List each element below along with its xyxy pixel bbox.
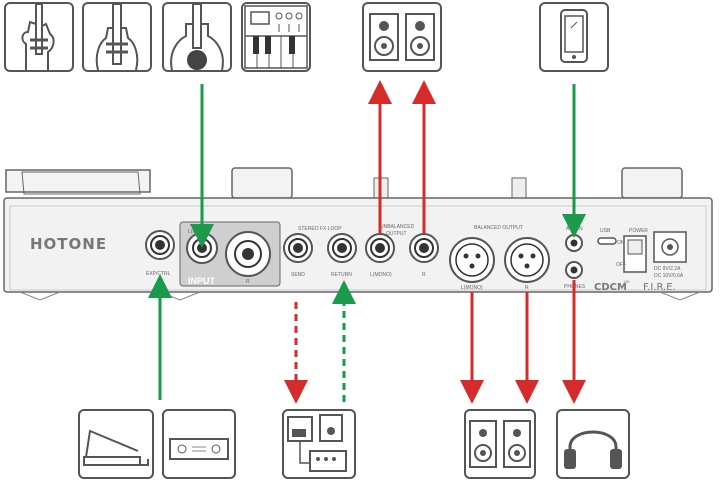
model-sup: HD xyxy=(624,279,630,284)
keyboard-box xyxy=(241,2,311,72)
unbalanced-label-2: OUTPUT xyxy=(386,231,407,237)
send-jack[interactable] xyxy=(283,233,313,263)
effects-pedals-icon xyxy=(287,414,347,472)
dc-label-1: DC 9V/2.2A xyxy=(654,266,681,272)
phones-jack[interactable] xyxy=(565,261,583,279)
acoustic-guitar-box xyxy=(162,2,232,72)
dc-label-2: DC 10V/0.6A xyxy=(654,273,684,279)
power-off-label: OFF xyxy=(616,262,626,268)
fire-logo: F.I.R.E. xyxy=(643,282,676,293)
input-r-label: R xyxy=(246,279,250,285)
keyboard-icon xyxy=(244,5,308,69)
send-label: SEND xyxy=(291,272,305,278)
input-mono-label: L(MONO) xyxy=(188,229,210,235)
expression-pedal-box xyxy=(78,409,154,479)
unbalanced-l-label: L(MONO) xyxy=(370,272,392,278)
bass-guitar-icon xyxy=(95,3,139,71)
smartphone-icon xyxy=(560,9,588,63)
unbalanced-l-jack[interactable] xyxy=(365,233,395,263)
electric-guitar-icon xyxy=(21,3,55,70)
monitor-speakers-icon xyxy=(369,13,435,61)
exp-ctrl-label: EXP/CTRL xyxy=(146,271,171,277)
balanced-l-label: L(MONO) xyxy=(461,285,483,291)
power-label: POWER xyxy=(629,228,648,234)
headphones-box xyxy=(556,409,630,479)
unbalanced-r-jack[interactable] xyxy=(409,233,439,263)
input-label: INPUT xyxy=(188,276,216,286)
balanced-label: BALANCED OUTPUT xyxy=(474,225,523,231)
usb-label: USB xyxy=(600,228,611,234)
headphones-icon xyxy=(564,430,622,469)
balanced-l-xlr[interactable] xyxy=(449,237,495,283)
effects-pedals-box xyxy=(282,409,356,479)
model-logo: CDCM xyxy=(594,282,627,293)
input-r-combo-jack[interactable] xyxy=(225,231,271,277)
smartphone-box xyxy=(539,2,609,72)
usb-port[interactable] xyxy=(597,237,617,245)
exp-ctrl-jack[interactable] xyxy=(145,230,175,260)
footswitch-icon xyxy=(169,438,229,460)
bottom-speakers-box xyxy=(464,409,536,479)
unbalanced-r-label: R xyxy=(422,272,426,278)
unbalanced-label: UNBALANCED xyxy=(380,224,415,230)
input-mono-jack[interactable] xyxy=(186,232,218,264)
aux-label: AUX IN xyxy=(566,226,583,232)
power-on-label: ON xyxy=(617,240,625,246)
expression-pedal-icon xyxy=(83,429,149,466)
return-jack[interactable] xyxy=(327,233,357,263)
electric-guitar-box xyxy=(4,2,74,72)
top-speakers-box xyxy=(362,2,442,72)
fx-loop-label: STEREO FX LOOP xyxy=(298,226,342,232)
brand-logo: HOTONE xyxy=(30,235,107,253)
bass-guitar-box xyxy=(82,2,152,72)
balanced-r-label: R xyxy=(525,285,529,291)
footswitch-box xyxy=(162,409,236,479)
aux-in-jack[interactable] xyxy=(565,234,583,252)
acoustic-guitar-icon xyxy=(170,3,224,71)
return-label: RETURN xyxy=(331,272,352,278)
monitor-speakers-icon xyxy=(469,420,531,468)
balanced-r-xlr[interactable] xyxy=(504,237,550,283)
